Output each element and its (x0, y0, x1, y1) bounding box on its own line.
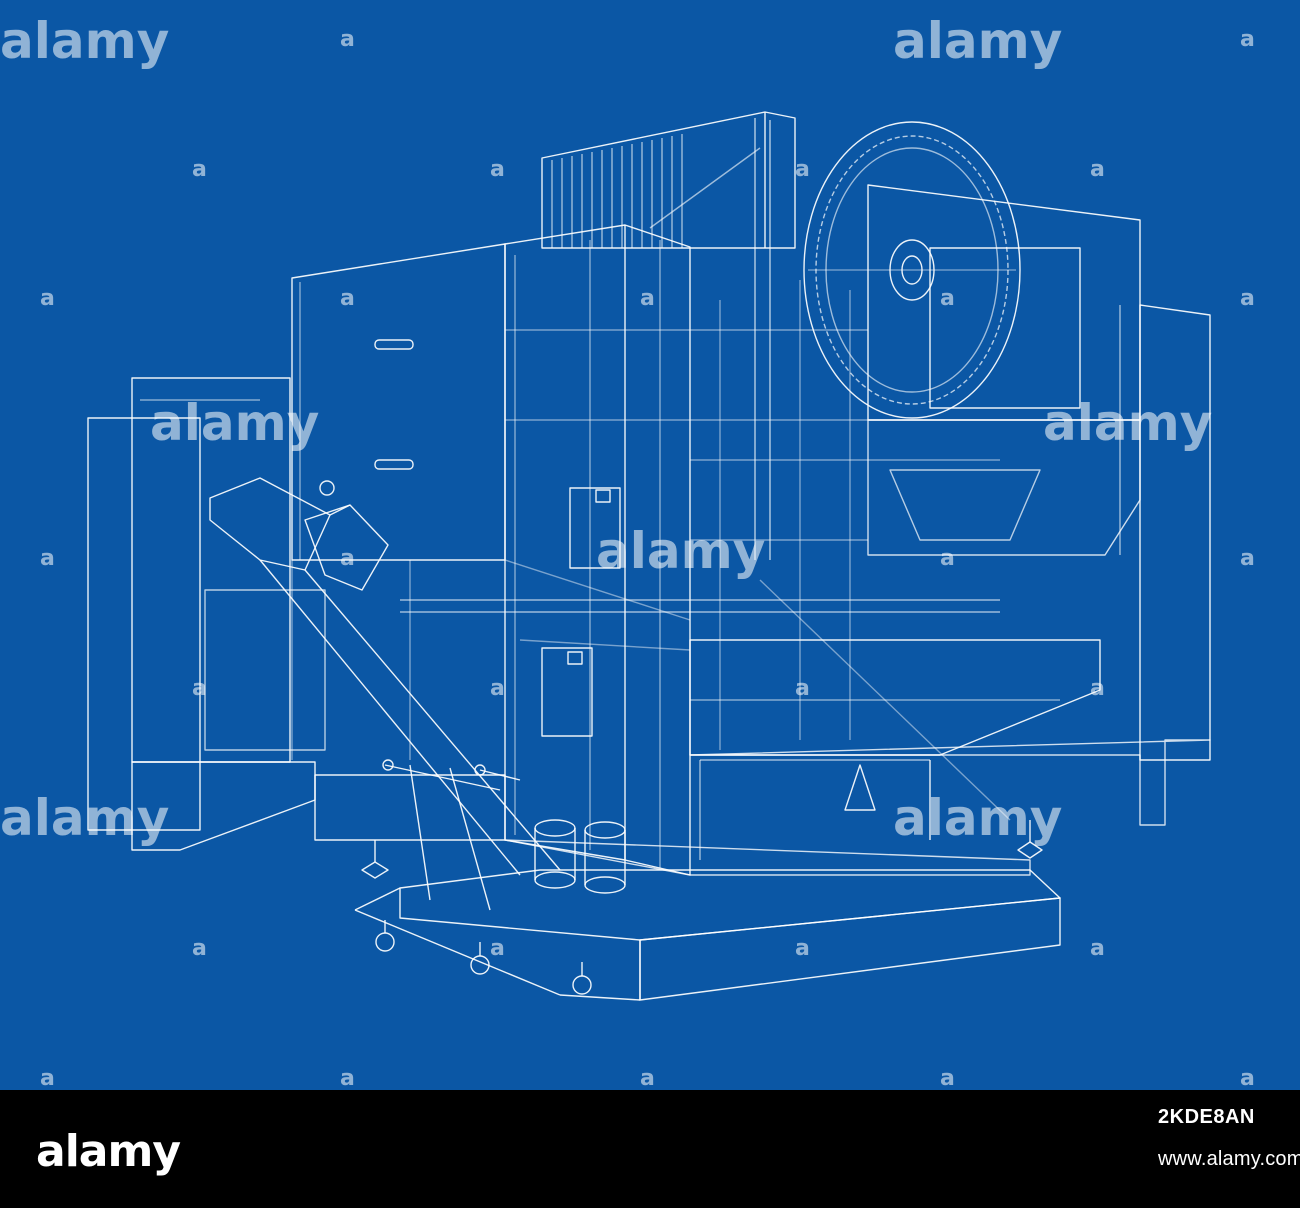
watermark-brand: alamy (1043, 394, 1212, 452)
tool-changer-drum (803, 121, 1021, 419)
watermark-mark: a (795, 157, 810, 182)
watermark-brand: alamy (0, 789, 169, 847)
watermark-brand: alamy (893, 12, 1062, 70)
control-panel-lower (541, 647, 593, 737)
image-id: 2KDE8AN (1158, 1106, 1255, 1128)
footer-url: www.alamy.com (1158, 1148, 1300, 1170)
control-panel-upper (569, 487, 621, 569)
machine-wireframe-drawing: alamy alamy alamy alamy alamy alamy alam… (0, 0, 1300, 1090)
watermark-mark: a (1240, 27, 1255, 52)
watermark-mark: a (940, 546, 955, 571)
watermark-mark: a (192, 676, 207, 701)
watermark-mark: a (340, 27, 355, 52)
watermark-mark: a (490, 936, 505, 961)
interior-structure (291, 280, 1011, 821)
work-table (400, 599, 1211, 826)
watermark-mark: a (40, 286, 55, 311)
watermark-mark: a (1090, 936, 1105, 961)
top-column (541, 111, 796, 560)
left-rear-enclosure (291, 243, 506, 561)
footer-logo: alamy (36, 1126, 181, 1177)
watermark-mark: a (1240, 1066, 1255, 1090)
footer-bar: alamy (0, 1090, 1300, 1208)
watermark-layer: alamy alamy alamy alamy alamy alamy alam… (0, 12, 1255, 1090)
watermark-brand: alamy (596, 522, 765, 580)
watermark-brand: alamy (893, 789, 1062, 847)
watermark-mark: a (795, 676, 810, 701)
cart-handle (382, 759, 521, 911)
watermark-mark: a (1090, 157, 1105, 182)
watermark-mark: a (192, 157, 207, 182)
blueprint-background (0, 0, 1300, 1090)
watermark-mark: a (490, 676, 505, 701)
lower-base (314, 759, 1031, 876)
machine-wireframe (87, 111, 1211, 1001)
watermark-mark: a (940, 1066, 955, 1090)
watermark-mark: a (640, 1066, 655, 1090)
watermark-brand: alamy (0, 12, 169, 70)
watermark-mark: a (795, 936, 810, 961)
watermark-mark: a (192, 936, 207, 961)
watermark-brand: alamy (150, 394, 319, 452)
watermark-mark: a (1240, 546, 1255, 571)
watermark-mark: a (640, 286, 655, 311)
coolant-tray (354, 869, 1061, 1001)
right-housing (867, 184, 1211, 761)
right-window (929, 247, 1081, 409)
coolant-pumps (534, 819, 626, 894)
watermark-mark: a (340, 546, 355, 571)
chip-conveyor (204, 477, 561, 876)
watermark-mark: a (1090, 676, 1105, 701)
watermark-mark: a (490, 157, 505, 182)
leveling-feet (361, 820, 1043, 879)
watermark-mark: a (340, 286, 355, 311)
watermark-mark: a (340, 1066, 355, 1090)
castor-wheels (375, 920, 592, 995)
far-left-housing (87, 377, 316, 851)
watermark-mark: a (940, 286, 955, 311)
watermark-mark: a (1240, 286, 1255, 311)
watermark-mark: a (40, 1066, 55, 1090)
watermark-mark: a (40, 546, 55, 571)
